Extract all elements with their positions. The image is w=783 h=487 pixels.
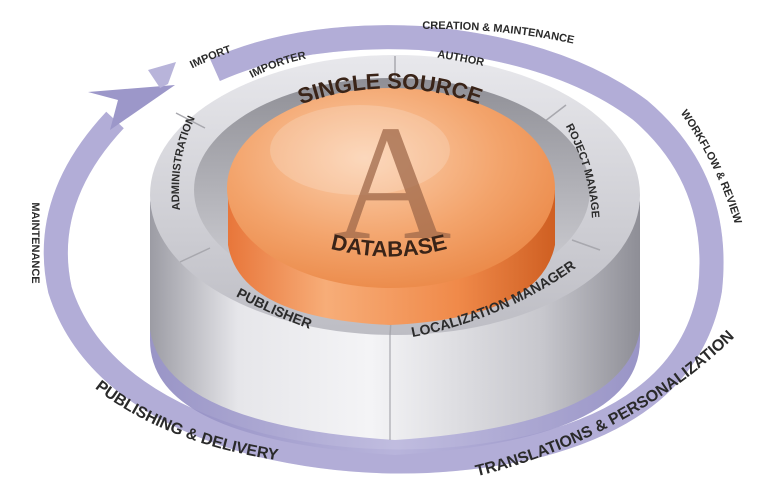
- cycle-label-maintenance: MAINTENANCE: [29, 202, 41, 283]
- core-letter-a: A: [332, 91, 451, 274]
- lifecycle-arrow: [43, 25, 724, 474]
- lifecycle-arrowhead-icon: [88, 85, 175, 130]
- database-core: [227, 88, 555, 325]
